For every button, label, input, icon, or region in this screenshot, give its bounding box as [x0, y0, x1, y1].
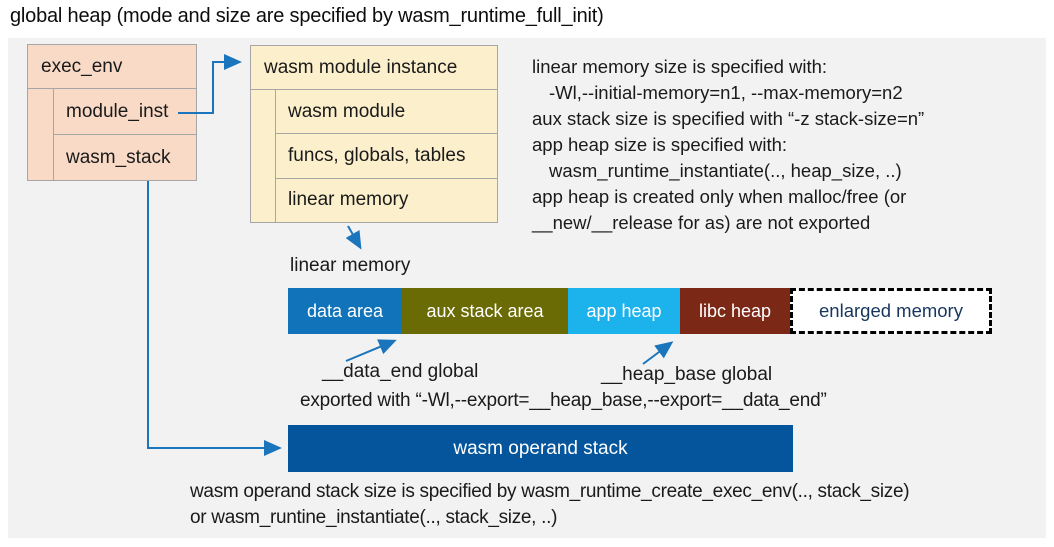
- wasm-module-instance-header: wasm module instance: [251, 46, 497, 90]
- segment-enlarged-memory: enlarged memory: [790, 288, 992, 334]
- data-end-global-label: __data_end global: [322, 361, 479, 382]
- segment-app-heap: app heap: [568, 288, 680, 334]
- exec-env-indent-strip: [28, 89, 54, 180]
- note-line: -Wl,--initial-memory=n1, --max-memory=n2: [549, 82, 903, 103]
- note-line: linear memory size is specified with:: [532, 56, 828, 77]
- exported-with-label: exported with “-Wl,--export=__heap_base,…: [300, 390, 827, 411]
- module-instance-indent-strip: [251, 90, 276, 222]
- wasm-module-instance-box: wasm module instance wasm module funcs, …: [250, 45, 498, 223]
- module-instance-row-funcs-globals-tables: funcs, globals, tables: [276, 134, 497, 179]
- wasm-operand-stack-bar: wasm operand stack: [288, 425, 793, 472]
- exec-env-header: exec_env: [28, 45, 196, 89]
- note-line: aux stack size is specified with “-z sta…: [532, 108, 925, 129]
- heap-base-global-label: __heap_base global: [601, 364, 773, 385]
- exec-env-row-module-inst: module_inst: [54, 89, 196, 135]
- note-line: __new/__release for as) are not exported: [532, 212, 871, 233]
- segment-aux-stack-area: aux stack area: [402, 288, 568, 334]
- note-line: wasm_runtime_instantiate(.., heap_size, …: [549, 160, 902, 181]
- segment-libc-heap: libc heap: [680, 288, 790, 334]
- note-line: app heap is created only when malloc/fre…: [532, 186, 907, 207]
- module-instance-row-wasm-module: wasm module: [276, 90, 497, 135]
- segment-data-area: data area: [288, 288, 402, 334]
- module-instance-row-linear-memory: linear memory: [288, 189, 409, 211]
- footer-line: wasm operand stack size is specified by …: [190, 481, 910, 502]
- note-line: app heap size is specified with:: [532, 134, 788, 155]
- linear-memory-label: linear memory: [290, 255, 411, 276]
- exec-env-box: exec_env module_inst wasm_stack: [27, 44, 197, 181]
- footer-note: wasm operand stack size is specified by …: [190, 479, 910, 531]
- footer-line: or wasm_runtine_instantiate(.., stack_si…: [190, 507, 558, 528]
- exec-env-row-wasm-stack: wasm_stack: [66, 146, 171, 168]
- notes-block: linear memory size is specified with: -W…: [532, 54, 1037, 236]
- page-title: global heap (mode and size are specified…: [10, 5, 604, 27]
